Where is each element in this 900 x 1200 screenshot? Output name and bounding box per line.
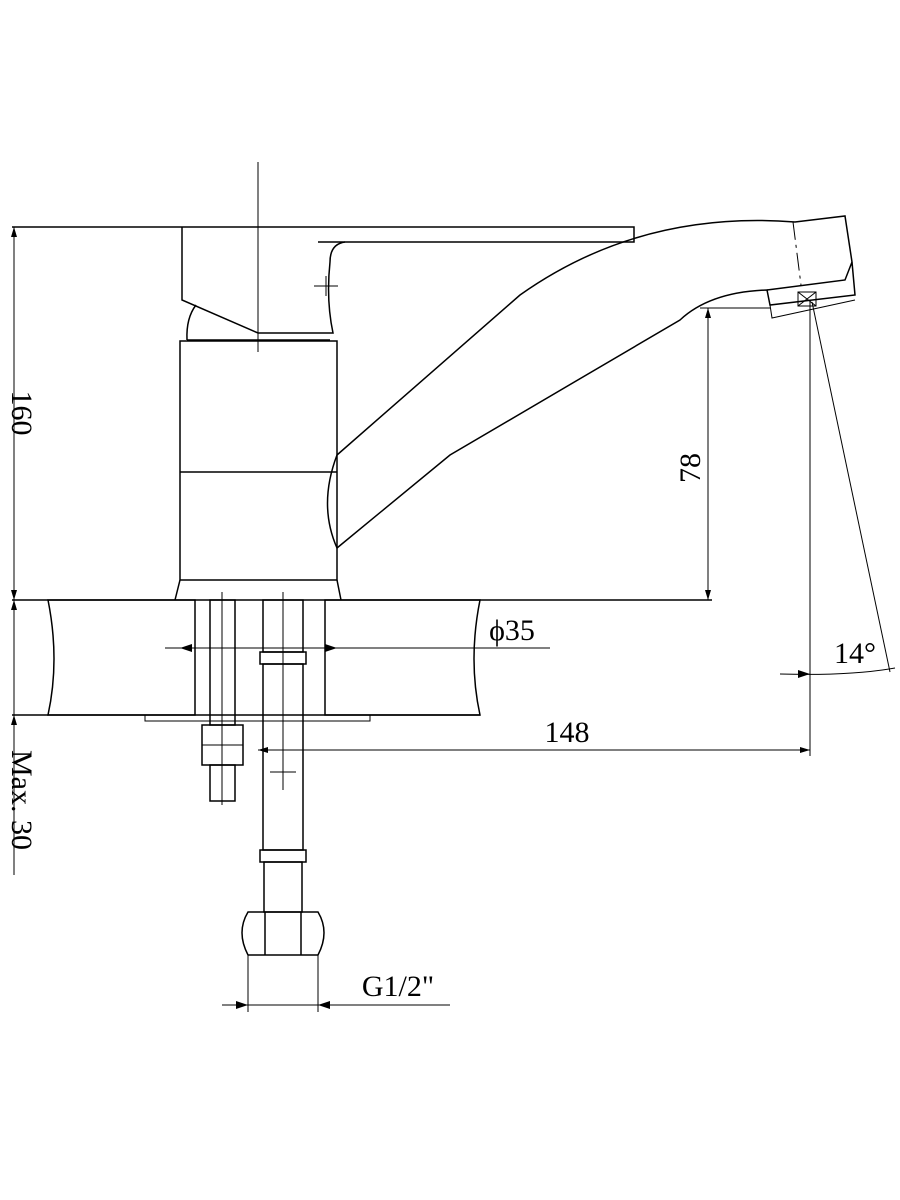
dimension-overall-height: 160 (5, 227, 38, 600)
dimension-spout-height: 78 (674, 307, 770, 600)
supply-hose (241, 592, 325, 956)
countertop-section (12, 599, 712, 722)
dimension-thread: G1/2" (222, 955, 450, 1012)
faucet-body (174, 339, 342, 601)
spout (326, 215, 856, 550)
lever-handle (12, 162, 635, 352)
dimension-angle: 14° (779, 301, 896, 678)
diameter-label: ϕ35 (489, 614, 535, 647)
mounting-stud (201, 592, 244, 805)
thread-label: G1/2" (362, 970, 434, 1003)
max-thickness-label: Max. 30 (5, 750, 38, 850)
angle-label: 14° (834, 637, 876, 670)
overall-height-label: 160 (5, 391, 38, 436)
dimension-max-thickness: Max. 30 (5, 600, 38, 875)
dimension-reach: 148 (258, 300, 811, 756)
dimension-diameter: ϕ35 (165, 614, 550, 652)
reach-label: 148 (545, 716, 590, 749)
spout-height-label: 78 (674, 453, 707, 483)
